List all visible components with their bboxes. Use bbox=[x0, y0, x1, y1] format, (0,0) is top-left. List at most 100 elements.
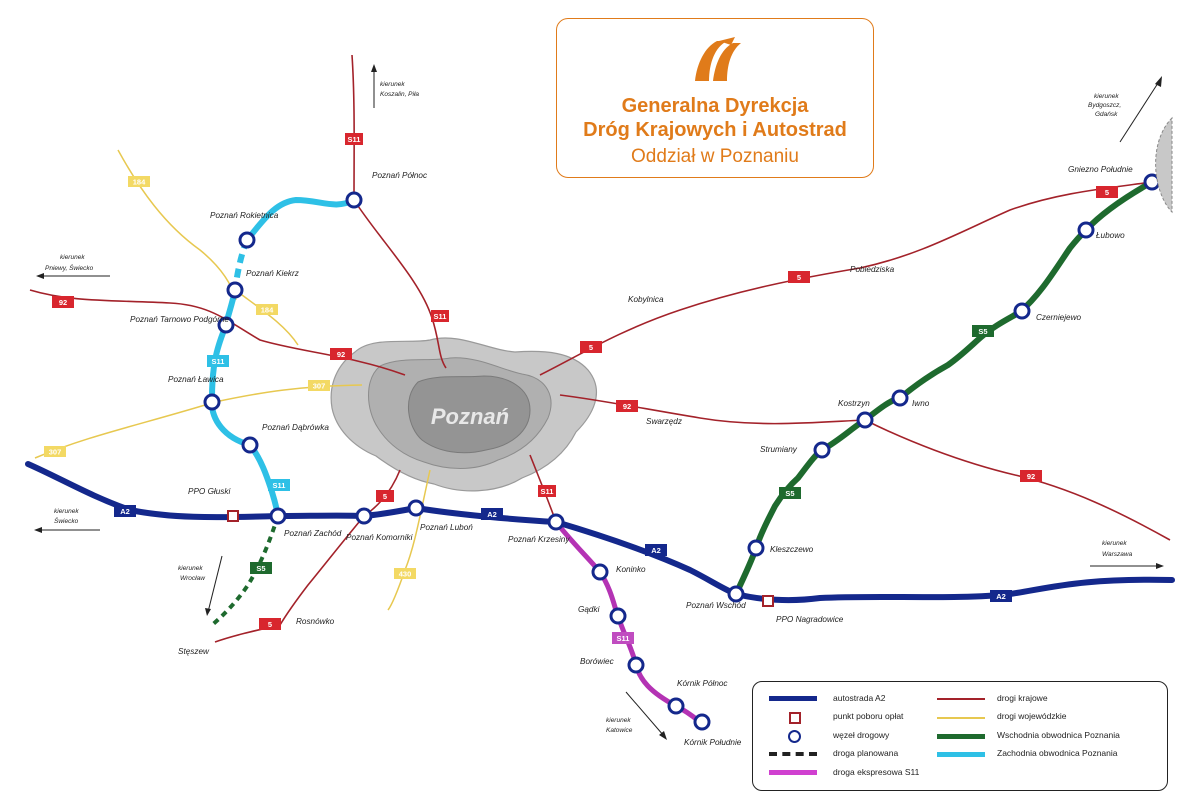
direction-warszawa: kierunek Warszawa bbox=[1090, 540, 1164, 569]
junction-poznan-polnoc bbox=[345, 191, 363, 209]
svg-text:5: 5 bbox=[268, 620, 272, 629]
legend-national-label: drogi krajowe bbox=[997, 693, 1048, 703]
label-lubowo: Łubowo bbox=[1096, 231, 1125, 240]
svg-text:92: 92 bbox=[337, 350, 345, 359]
svg-text:kierunek: kierunek bbox=[380, 81, 405, 88]
shield-s11-west: S11 bbox=[207, 355, 229, 367]
legend-west-bypass-symbol bbox=[937, 752, 985, 757]
gddkia-logo bbox=[695, 37, 741, 81]
label-poznan-lubon: Poznań Luboń bbox=[420, 523, 473, 532]
label-stezew: Stęszew bbox=[178, 647, 210, 656]
svg-text:A2: A2 bbox=[120, 507, 130, 516]
road-5-northeast bbox=[539, 181, 1153, 376]
junction-poznan-krzesiny bbox=[547, 513, 565, 531]
svg-text:A2: A2 bbox=[487, 510, 497, 519]
svg-text:Katowice: Katowice bbox=[606, 727, 633, 734]
shield-184-north: 184 bbox=[128, 176, 150, 187]
svg-text:5: 5 bbox=[589, 343, 593, 352]
shield-a2-west: A2 bbox=[114, 505, 136, 517]
junctions bbox=[203, 173, 1161, 731]
label-borowiec: Borówiec bbox=[580, 657, 614, 666]
shield-307-west: 307 bbox=[44, 446, 66, 457]
svg-text:S11: S11 bbox=[273, 481, 286, 490]
direction-koszalin: kierunek Koszalin, Piła bbox=[371, 64, 419, 108]
junction-poznan-lubon bbox=[407, 499, 425, 517]
direction-wroclaw: kierunek Wrocław bbox=[178, 555, 223, 616]
shield-92-swarzedz: 92 bbox=[616, 400, 638, 412]
junction-poznan-rokietnica bbox=[238, 231, 256, 249]
label-swarzedz: Swarzędz bbox=[646, 417, 682, 426]
direction-pniewy: kierunek Pniewy, Świecko bbox=[36, 254, 110, 279]
shield-184-south: 184 bbox=[256, 304, 278, 315]
junction-borowiec bbox=[627, 656, 645, 674]
svg-text:kierunek: kierunek bbox=[1102, 540, 1127, 547]
header-title-line1: Generalna Dyrekcja bbox=[621, 95, 809, 117]
gniezno-area bbox=[1155, 116, 1173, 214]
shield-307-east: 307 bbox=[308, 380, 330, 391]
label-poznan-wschod: Poznań Wschód bbox=[686, 601, 746, 610]
legend-planned-label: droga planowana bbox=[833, 748, 899, 758]
label-poznan-dabrowka: Poznań Dąbrówka bbox=[262, 423, 329, 432]
legend-west-bypass-label: Zachodnia obwodnica Poznania bbox=[997, 748, 1118, 758]
shield-s11-west-south: S11 bbox=[268, 479, 290, 491]
junction-poznan-tarnowo bbox=[217, 316, 235, 334]
svg-text:S5: S5 bbox=[978, 327, 987, 336]
svg-text:5: 5 bbox=[383, 492, 387, 501]
junction-kostrzyn bbox=[856, 411, 874, 429]
planned-road bbox=[210, 515, 280, 627]
svg-text:A2: A2 bbox=[651, 546, 661, 555]
label-poznan-zachod: Poznań Zachód bbox=[284, 529, 342, 538]
shield-s5-east-1: S5 bbox=[972, 325, 994, 337]
label-rosnowko: Rosnówko bbox=[296, 617, 335, 626]
svg-text:kierunek: kierunek bbox=[178, 565, 203, 572]
label-kobylnica: Kobylnica bbox=[628, 295, 664, 304]
legend-a2-symbol bbox=[769, 696, 817, 701]
legend-junction-label: węzeł drogowy bbox=[833, 730, 890, 740]
shield-s5-east-2: S5 bbox=[779, 487, 801, 499]
label-poznan-rokietnica: Poznań Rokietnica bbox=[210, 211, 279, 220]
label-czerniejewo: Czerniejewo bbox=[1036, 313, 1081, 322]
east-bypass bbox=[733, 179, 1154, 596]
legend-junction-symbol bbox=[788, 730, 801, 743]
header-title-line2: Dróg Krajowych i Autostrad bbox=[583, 119, 847, 141]
svg-text:184: 184 bbox=[133, 178, 146, 187]
shield-s11-south: S11 bbox=[538, 485, 556, 497]
svg-text:kierunek: kierunek bbox=[1094, 93, 1119, 100]
legend-voivodeship-symbol bbox=[937, 717, 985, 719]
label-poznan-polnoc: Poznań Północ bbox=[372, 171, 427, 180]
city-label: Poznań bbox=[431, 404, 509, 429]
place-labels: Poznań Północ Poznań Rokietnica Poznań K… bbox=[130, 165, 1133, 747]
shield-a2-east: A2 bbox=[645, 544, 667, 556]
shield-5-rosnowko: 5 bbox=[259, 618, 281, 630]
shield-430: 430 bbox=[394, 568, 416, 579]
svg-text:Gdańsk: Gdańsk bbox=[1095, 111, 1118, 118]
header-subtitle: Oddział w Poznaniu bbox=[631, 146, 799, 167]
junction-poznan-lawica bbox=[203, 393, 221, 411]
road-shields: S11 S11 92 92 5 5 5 92 92 S11 5 5 184 18… bbox=[44, 133, 1118, 644]
svg-text:S11: S11 bbox=[212, 357, 225, 366]
svg-text:S11: S11 bbox=[348, 135, 361, 144]
svg-text:S11: S11 bbox=[541, 487, 554, 496]
direction-katowice: kierunek Katowice bbox=[606, 691, 667, 740]
label-kornik-polnoc: Kórnik Północ bbox=[677, 679, 728, 688]
svg-text:Pniewy, Świecko: Pniewy, Świecko bbox=[45, 263, 94, 272]
label-poznan-tarnowo: Poznań Tarnowo Podgórne bbox=[130, 315, 229, 324]
direction-labels: kierunek Koszalin, Piła kierunek Bydgosz… bbox=[34, 64, 1164, 740]
label-poznan-kiekrz: Poznań Kiekrz bbox=[246, 269, 299, 278]
svg-text:S11: S11 bbox=[434, 312, 447, 321]
label-kornik-poludnie: Kórnik Południe bbox=[684, 738, 742, 747]
junction-kornik-polnoc bbox=[667, 697, 685, 715]
svg-text:Bydgoszcz,: Bydgoszcz, bbox=[1088, 102, 1121, 109]
road-184-north bbox=[117, 149, 237, 301]
legend-toll-symbol bbox=[789, 712, 801, 724]
label-gadki: Gądki bbox=[578, 605, 600, 614]
shield-s5-planned: S5 bbox=[250, 562, 272, 574]
junction-poznan-kiekrz bbox=[226, 281, 244, 299]
road-430 bbox=[387, 469, 431, 611]
legend-east-bypass-label: Wschodnia obwodnica Poznania bbox=[997, 730, 1120, 740]
shield-s11-north: S11 bbox=[345, 133, 363, 145]
shield-s11-purple: S11 bbox=[612, 632, 634, 644]
svg-text:307: 307 bbox=[313, 382, 326, 391]
label-poznan-krzesiny: Poznań Krzesiny bbox=[508, 535, 570, 544]
legend-voivodeship-label: drogi wojewódzkie bbox=[997, 711, 1067, 721]
